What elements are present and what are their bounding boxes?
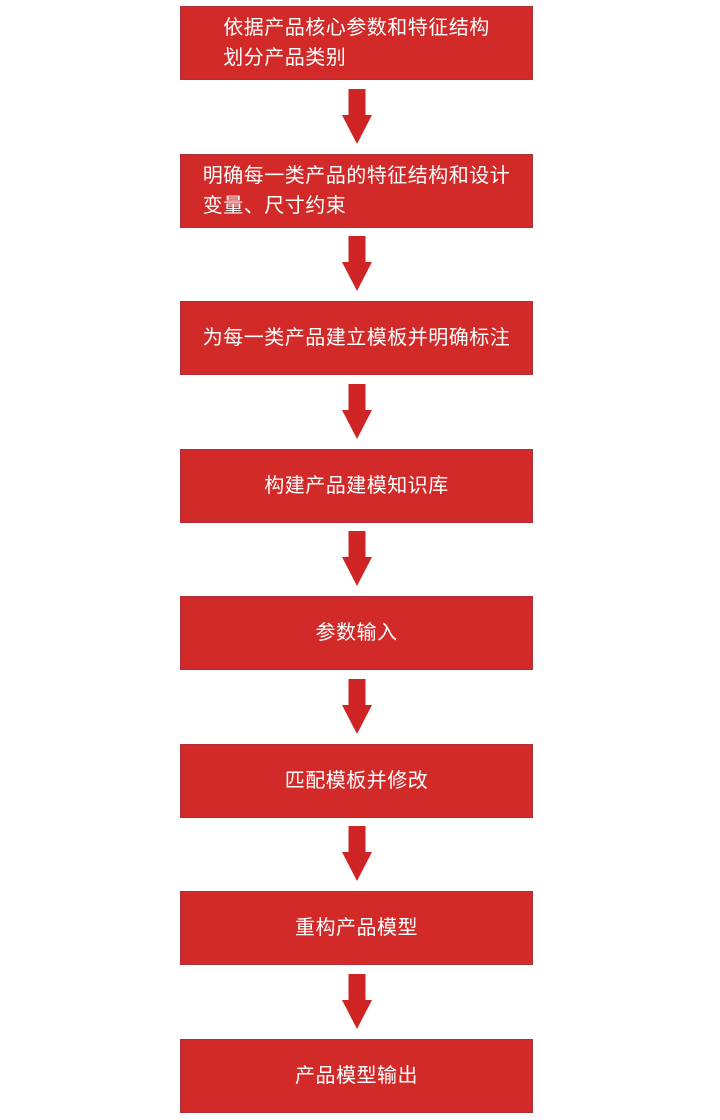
flow-connector (180, 965, 533, 1039)
flow-connector (180, 228, 533, 302)
down-arrow-icon (341, 678, 372, 734)
flow-step-line: 为每一类产品建立模板并明确标注 (202, 327, 511, 349)
flow-step-text: 匹配模板并修改 (285, 766, 429, 796)
flow-connector (180, 818, 533, 892)
flow-step-line: 匹配模板并修改 (284, 769, 429, 792)
down-arrow-icon (341, 531, 372, 587)
flow-step: 匹配模板并修改 (180, 743, 533, 818)
flow-step-text: 构建产品建模知识库 (264, 471, 449, 501)
flow-step: 为每一类产品建立模板并明确标注 (180, 301, 533, 375)
flow-step-text: 依据产品核心参数和特征结构 划分产品类别 (223, 13, 490, 73)
flow-step: 重构产品模型 (180, 891, 533, 965)
flow-connector (180, 670, 533, 744)
flow-step-line: 明确每一类产品的特征结构和设计 (202, 164, 511, 187)
flow-step: 产品模型输出 (180, 1038, 533, 1113)
flow-step-line: 依据产品核心参数和特征结构 (223, 17, 490, 39)
flow-step-text: 明确每一类产品的特征结构和设计 变量、尺寸约束 (203, 161, 511, 221)
flow-step-line: 参数输入 (315, 622, 398, 644)
flow-step-line: 产品模型输出 (295, 1064, 418, 1087)
flow-step-text: 为每一类产品建立模板并明确标注 (203, 323, 511, 353)
flow-connector (180, 375, 533, 449)
down-arrow-icon (341, 236, 372, 292)
down-arrow-icon (341, 88, 372, 144)
flow-step-text: 参数输入 (316, 618, 398, 648)
flow-step-text: 重构产品模型 (295, 913, 418, 943)
flow-step: 依据产品核心参数和特征结构 划分产品类别 (180, 6, 533, 80)
flow-step-line: 变量、尺寸约束 (202, 194, 347, 217)
flow-step-line: 重构产品模型 (295, 917, 418, 939)
flow-step-line: 划分产品类别 (223, 47, 347, 69)
flow-step-text: 产品模型输出 (295, 1061, 418, 1091)
flow-step: 构建产品建模知识库 (180, 448, 533, 523)
down-arrow-icon (341, 973, 372, 1029)
down-arrow-icon (341, 826, 372, 882)
flow-step-line: 构建产品建模知识库 (264, 474, 449, 497)
flowchart: 依据产品核心参数和特征结构 划分产品类别 明确每一类产品的特征结构和设计 变量、… (180, 6, 533, 1113)
flow-connector (180, 523, 533, 597)
flow-step: 明确每一类产品的特征结构和设计 变量、尺寸约束 (180, 153, 533, 228)
flow-connector (180, 80, 533, 154)
down-arrow-icon (341, 383, 372, 439)
flow-step: 参数输入 (180, 596, 533, 670)
